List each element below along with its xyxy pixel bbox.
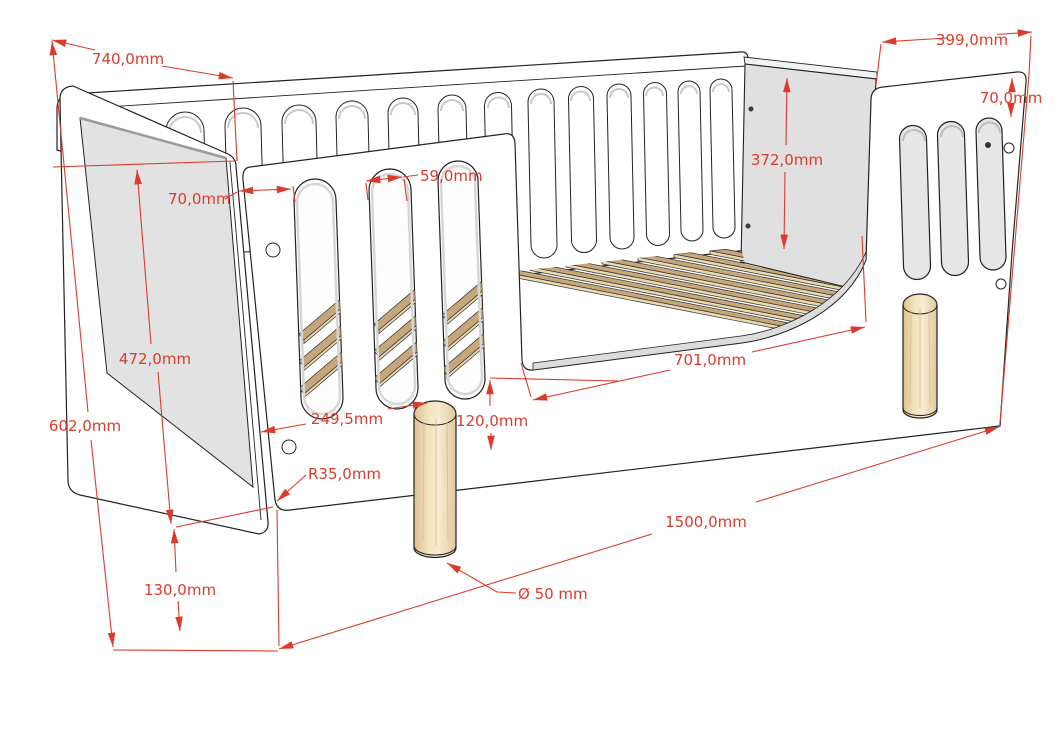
headboard-bevel xyxy=(79,116,227,160)
dim-headboard-height: 472,0mm xyxy=(119,350,191,368)
left-rail-slots xyxy=(293,160,486,420)
dim-bed-width: 740,0mm xyxy=(92,50,164,68)
dim-foot-rail-top: 70,0mm xyxy=(980,89,1043,107)
dimension-labels: 740,0mm 602,0mm 1500,0mm 130,0mm R35,0mm… xyxy=(49,31,1042,603)
dim-head-rail-length: 249,5mm xyxy=(311,410,383,428)
screw-hole xyxy=(985,142,991,148)
dim-leg-diameter: Ø 50 mm xyxy=(518,585,588,603)
dim-head-rail-edge: 70,0mm xyxy=(168,190,231,208)
dim-footboard-height: 372,0mm xyxy=(751,151,823,169)
screw-hole xyxy=(281,439,297,455)
side-board-top-edge xyxy=(532,251,867,371)
screw-hole xyxy=(745,223,751,229)
screw-hole xyxy=(265,242,281,258)
right-rail-slot-bevels xyxy=(902,121,1001,142)
front-leg xyxy=(413,400,457,559)
screw-hole xyxy=(1003,142,1015,154)
screw-hole xyxy=(748,106,754,112)
footboard-panel xyxy=(740,56,878,293)
dim-foot-rail-length: 399,0mm xyxy=(936,31,1008,49)
dimension-lines xyxy=(49,29,1033,652)
screw-hole xyxy=(995,278,1007,290)
dim-corner-radius: R35,0mm xyxy=(308,465,381,483)
dim-total-height: 602,0mm xyxy=(49,417,121,435)
headboard-edge-line xyxy=(229,161,262,521)
back-rail-slot-bevels xyxy=(168,83,730,134)
rear-leg xyxy=(902,293,938,419)
headboard xyxy=(59,85,269,535)
dim-leg-height: 130,0mm xyxy=(144,581,216,599)
dim-side-rail-height: 120,0mm xyxy=(456,412,528,430)
dim-slot-width: 59,0mm xyxy=(420,167,483,185)
dim-total-length: 1500,0mm xyxy=(665,513,747,531)
dim-opening-length: 701,0mm xyxy=(674,351,746,369)
right-rail-slots xyxy=(898,117,1007,281)
back-rail-top-edge xyxy=(59,65,747,111)
